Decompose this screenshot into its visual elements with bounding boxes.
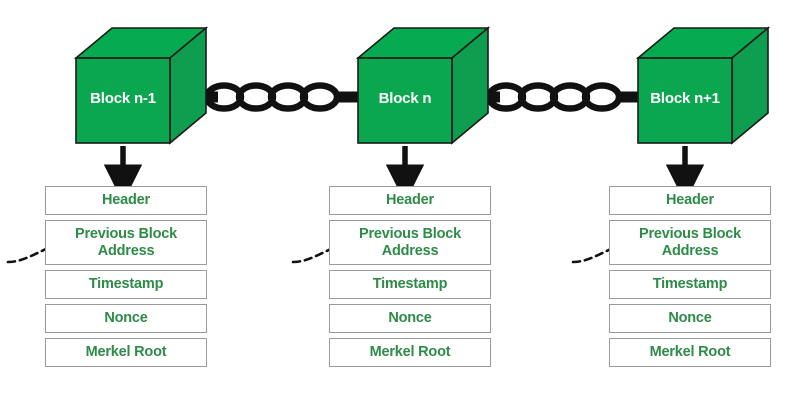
field-box-timestamp-3[interactable]: Timestamp <box>609 270 771 299</box>
field-box-header-1[interactable]: Header <box>45 186 207 215</box>
cube-front-face <box>357 57 453 144</box>
block-cube-n-plus-1[interactable] <box>635 26 771 145</box>
field-box-header-3[interactable]: Header <box>609 186 771 215</box>
cube-front-face <box>637 57 733 144</box>
chain-connector-1 <box>203 82 360 112</box>
field-box-nonce-2[interactable]: Nonce <box>329 304 491 333</box>
chain-connector-2 <box>485 82 640 112</box>
field-box-nonce-1[interactable]: Nonce <box>45 304 207 333</box>
block-cube-n-minus-1[interactable] <box>73 26 209 145</box>
field-box-merkel-root-2[interactable]: Merkel Root <box>329 338 491 367</box>
block-cube-n[interactable] <box>355 26 491 145</box>
field-box-previous-block-address-1[interactable]: Previous Block Address <box>45 220 207 265</box>
field-box-merkel-root-3[interactable]: Merkel Root <box>609 338 771 367</box>
field-box-previous-block-address-3[interactable]: Previous Block Address <box>609 220 771 265</box>
field-box-merkel-root-1[interactable]: Merkel Root <box>45 338 207 367</box>
cube-front-face <box>75 57 171 144</box>
field-box-nonce-3[interactable]: Nonce <box>609 304 771 333</box>
field-box-previous-block-address-2[interactable]: Previous Block Address <box>329 220 491 265</box>
field-box-header-2[interactable]: Header <box>329 186 491 215</box>
field-box-timestamp-1[interactable]: Timestamp <box>45 270 207 299</box>
field-box-timestamp-2[interactable]: Timestamp <box>329 270 491 299</box>
